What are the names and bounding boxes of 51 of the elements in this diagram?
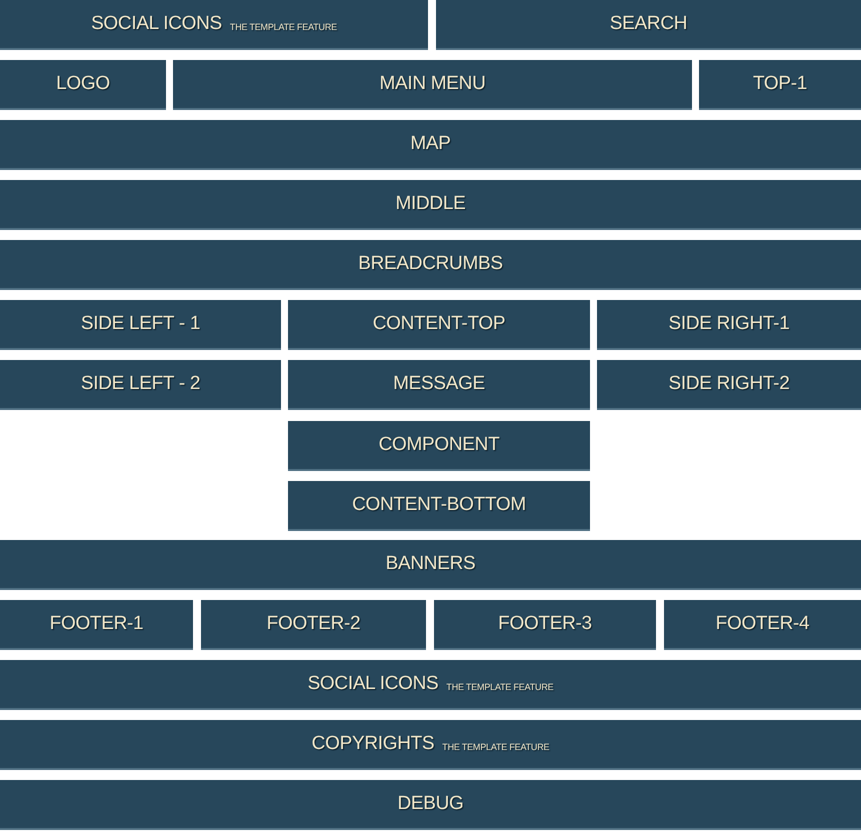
layout-block bbox=[0, 60, 166, 110]
position-label: DEBUG bbox=[397, 793, 464, 815]
layout-block bbox=[0, 360, 281, 410]
layout-block bbox=[597, 300, 861, 350]
feature-note: THE TEMPLATE FEATURE bbox=[230, 20, 337, 32]
position-label: BANNERS bbox=[386, 553, 476, 575]
layout-block bbox=[0, 660, 861, 710]
position-label: MAP bbox=[410, 133, 451, 155]
feature-note: THE TEMPLATE FEATURE bbox=[446, 680, 554, 692]
position-label: SIDE LEFT - 2 bbox=[80, 373, 200, 395]
layout-block bbox=[288, 421, 590, 471]
layout-block bbox=[664, 600, 861, 650]
position-label: FOOTER-1 bbox=[50, 613, 144, 635]
position-label: COPYRIGHTS bbox=[312, 733, 434, 755]
position-label: FOOTER-3 bbox=[498, 613, 592, 635]
position-label: FOOTER-4 bbox=[716, 613, 810, 635]
layout-block bbox=[0, 600, 193, 650]
position-label: CONTENT-TOP bbox=[372, 313, 506, 335]
layout-block bbox=[288, 481, 590, 531]
position-label: MESSAGE bbox=[393, 373, 485, 395]
layout-block bbox=[173, 60, 692, 110]
position-label: SIDE RIGHT-2 bbox=[668, 373, 790, 395]
layout-block bbox=[0, 720, 861, 770]
feature-note: THE TEMPLATE FEATURE bbox=[442, 740, 550, 752]
layout-block bbox=[0, 120, 861, 170]
position-label: MAIN MENU bbox=[379, 73, 486, 95]
position-label: BREADCRUMBS bbox=[358, 253, 503, 275]
layout-block bbox=[288, 360, 590, 410]
layout-block bbox=[0, 300, 281, 350]
position-label: SIDE RIGHT-1 bbox=[668, 313, 790, 335]
layout-block bbox=[434, 600, 656, 650]
position-label: SOCIAL ICONS bbox=[91, 13, 222, 35]
layout-block bbox=[0, 540, 861, 590]
position-label: SIDE LEFT - 1 bbox=[80, 313, 200, 335]
position-label: COMPONENT bbox=[378, 434, 500, 456]
position-label: FOOTER-2 bbox=[266, 613, 360, 635]
layout-block bbox=[0, 0, 428, 50]
position-label: MIDDLE bbox=[396, 193, 466, 215]
position-label: SEARCH bbox=[610, 13, 688, 35]
layout-block bbox=[0, 240, 861, 290]
layout-block bbox=[288, 300, 590, 350]
position-label: SOCIAL ICONS bbox=[308, 673, 438, 695]
position-label: TOP-1 bbox=[752, 73, 808, 95]
layout-block bbox=[597, 360, 861, 410]
layout-block bbox=[699, 60, 861, 110]
layout-block bbox=[201, 600, 426, 650]
position-label: CONTENT-BOTTOM bbox=[352, 494, 526, 516]
layout-block bbox=[436, 0, 861, 50]
layout-block bbox=[0, 180, 861, 230]
position-label: LOGO bbox=[56, 73, 110, 95]
layout-block bbox=[0, 780, 861, 830]
